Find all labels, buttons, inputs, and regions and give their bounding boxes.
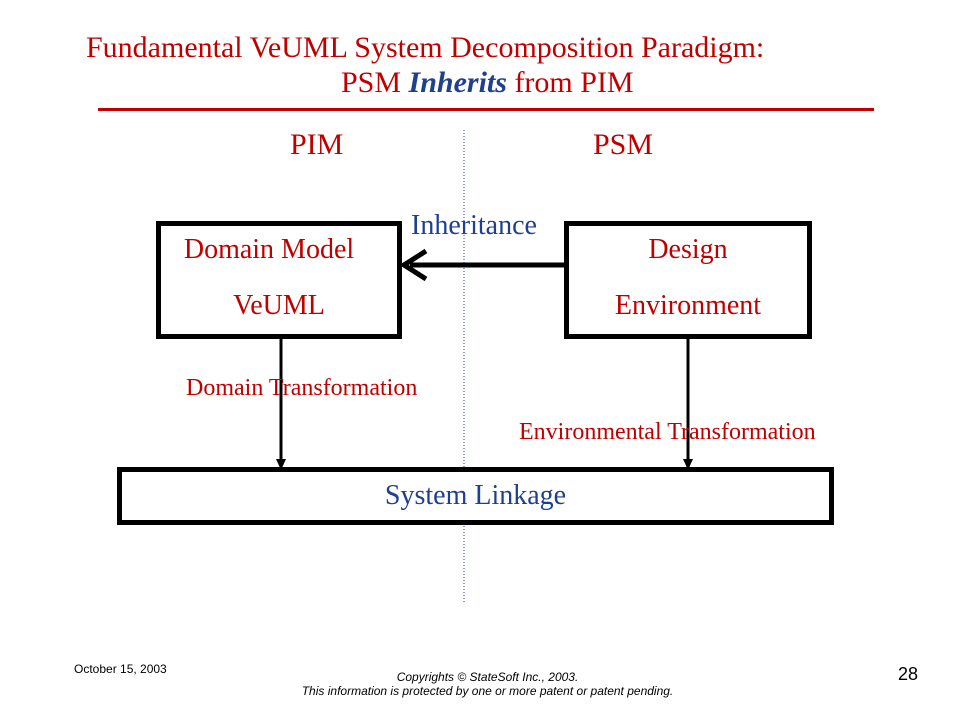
footer-copyright: Copyrights © StateSoft Inc., 2003. — [396, 670, 579, 684]
design-label: Design — [648, 234, 728, 265]
domain-model-label: Domain Model — [183, 234, 355, 265]
footer-date: October 15, 2003 — [74, 662, 167, 676]
title-emphasis: Inherits — [408, 66, 507, 99]
design-environment-box — [564, 221, 812, 339]
domain-transformation-label: Domain Transformation — [186, 375, 418, 401]
psm-column-label: PSM — [593, 128, 654, 161]
domain-transformation-arrow-head — [276, 459, 286, 470]
slide-title-line1: Fundamental VeUML System Decomposition P… — [86, 31, 765, 64]
pim-column-label: PIM — [290, 128, 344, 161]
veuml-label: VeUML — [233, 290, 325, 321]
environmental-transformation-arrow-head — [683, 459, 693, 470]
system-linkage-label: System Linkage — [384, 480, 567, 511]
inheritance-arrow-head — [399, 248, 428, 282]
title-underline — [98, 108, 874, 111]
environment-label: Environment — [614, 290, 762, 321]
system-linkage-box — [117, 467, 834, 525]
footer-patent-notice: This information is protected by one or … — [301, 684, 674, 698]
inheritance-label: Inheritance — [411, 210, 537, 241]
title-suffix: from PIM — [506, 66, 634, 99]
page-number: 28 — [898, 664, 919, 684]
environmental-transformation-label: Environmental Transformation — [519, 419, 816, 445]
domain-model-box — [156, 221, 402, 339]
slide-title-line2: PSM Inherits from PIM — [341, 66, 634, 100]
title-prefix: PSM — [341, 66, 409, 99]
